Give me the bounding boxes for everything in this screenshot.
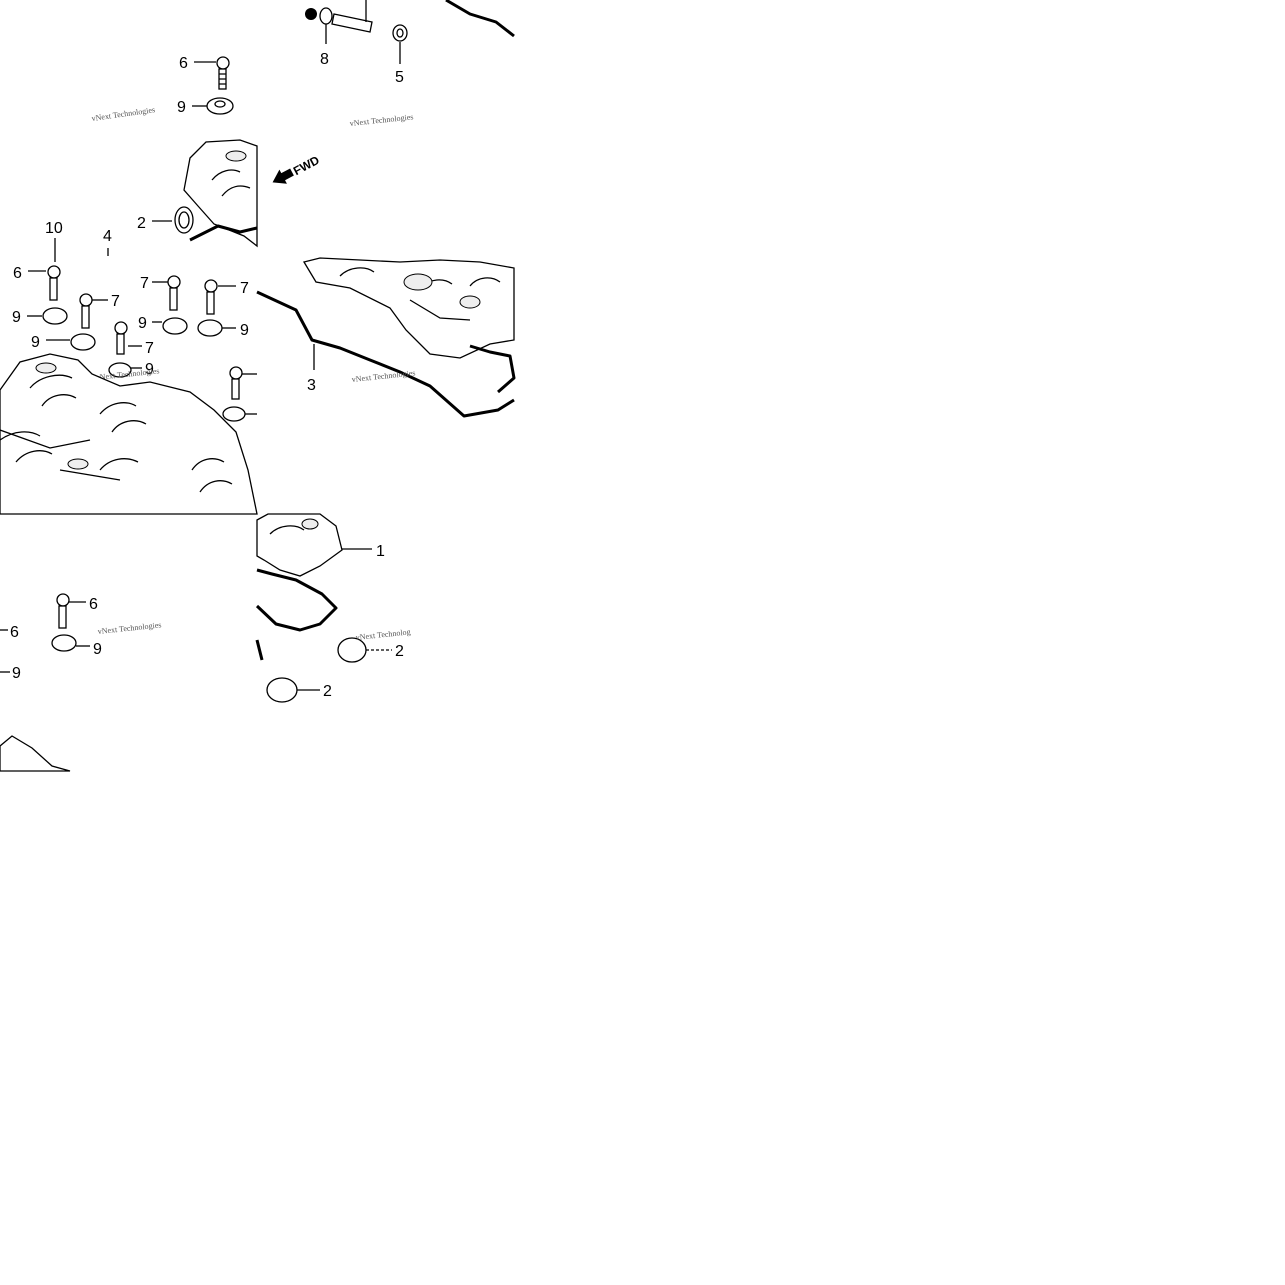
watermark: vNext Technologies [97,620,162,636]
label-9: 9 [177,99,186,116]
bolt-7-a [79,293,108,329]
washer-9-bottom [51,634,90,652]
cover-fragment [183,139,258,248]
bolt-7-d [114,321,142,355]
label-7: 7 [145,340,154,357]
cover-1 [256,513,372,577]
fwd-arrow: FWD [272,153,322,184]
label-9: 9 [12,665,21,682]
watermark: vNext Technologies [349,112,414,128]
label-9: 9 [12,309,21,326]
label-7: 7 [240,280,249,297]
label-4: 4 [103,228,112,245]
label-9: 9 [31,334,40,351]
washer-9-a [27,307,68,325]
washer-9-e [108,362,142,378]
watermark: vNext Technologies [351,368,416,384]
label-9: 9 [93,641,102,658]
label-6: 6 [179,55,188,72]
bolt-7-c [204,279,236,315]
label-6: 6 [13,265,22,282]
label-5: 5 [395,69,404,86]
bolt-right-edge [222,366,257,422]
gasket-inner [469,344,516,394]
label-8: 8 [320,51,329,68]
cover-right [302,257,515,359]
tile-5: 6 6 9 9 vNext Technologies [0,593,162,772]
washer-9-b [46,333,96,351]
bolt-7-b [152,275,181,311]
tile-4: 3 vNext Technologies [256,257,516,418]
gasket-edge [445,0,515,38]
fwd-label: FWD [291,153,322,178]
bolt-6-top [194,56,230,90]
label-10: 10 [45,220,63,237]
label-9: 9 [145,361,154,378]
gasket-bottom [255,568,338,632]
label-7: 7 [140,275,149,292]
bolt-6-left [28,265,61,301]
label-2: 2 [323,683,332,700]
cap-2-top [152,206,194,234]
label-3: 3 [307,377,316,394]
tile-3: 10 4 6 9 7 9 7 [0,220,258,515]
label-7: 7 [111,293,120,310]
label-9: 9 [240,322,249,339]
label-2: 2 [395,643,404,660]
watermark: vNext Technologies [91,105,156,123]
cap-2-bottom-b [266,677,320,703]
washer-9-c [152,317,188,335]
washer-9-d [197,319,236,337]
gasket-edge-bottom [255,639,264,661]
tile-2: 8 5 vNext Technologies FWD [272,0,515,184]
watermark: vNext Technolog [355,627,411,642]
gasket-3 [256,290,515,418]
tile-6: 1 2 vNext Technolog 2 [255,513,411,703]
label-2: 2 [137,215,146,232]
bolt-6-bottom [56,593,86,629]
head-cover [0,353,258,515]
cover-bottom-fragment [0,735,71,772]
label-6: 6 [10,624,19,641]
label-6: 6 [89,596,98,613]
label-9: 9 [138,315,147,332]
cap-2-bottom-a [337,637,392,663]
long-bolt [305,0,408,64]
tile-1: 6 9 vNext Technologies 2 [91,55,258,248]
label-1: 1 [376,543,385,560]
washer-9-top [192,97,234,115]
